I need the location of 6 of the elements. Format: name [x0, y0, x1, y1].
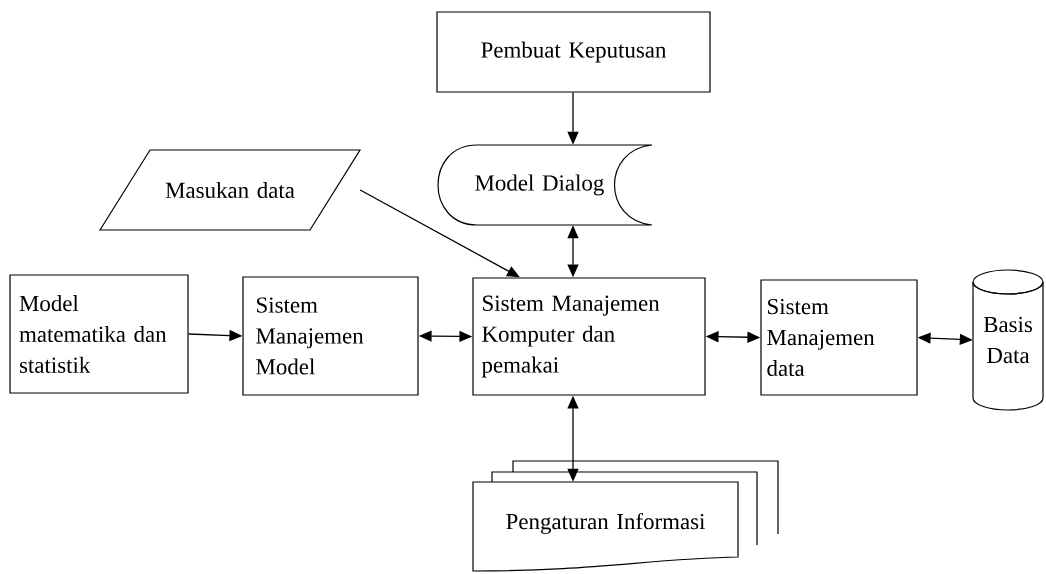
process-box: Sistem Manajemen Model [242, 276, 419, 396]
arrow [359, 189, 520, 278]
process-box: Model matematika dan statistik [9, 274, 189, 394]
process-box: Sistem Manajemen data [760, 279, 918, 396]
process-box: Pembuat Keputusan [436, 11, 711, 93]
process-box: Sistem Manajemen Komputer dan pemakai [472, 277, 706, 396]
